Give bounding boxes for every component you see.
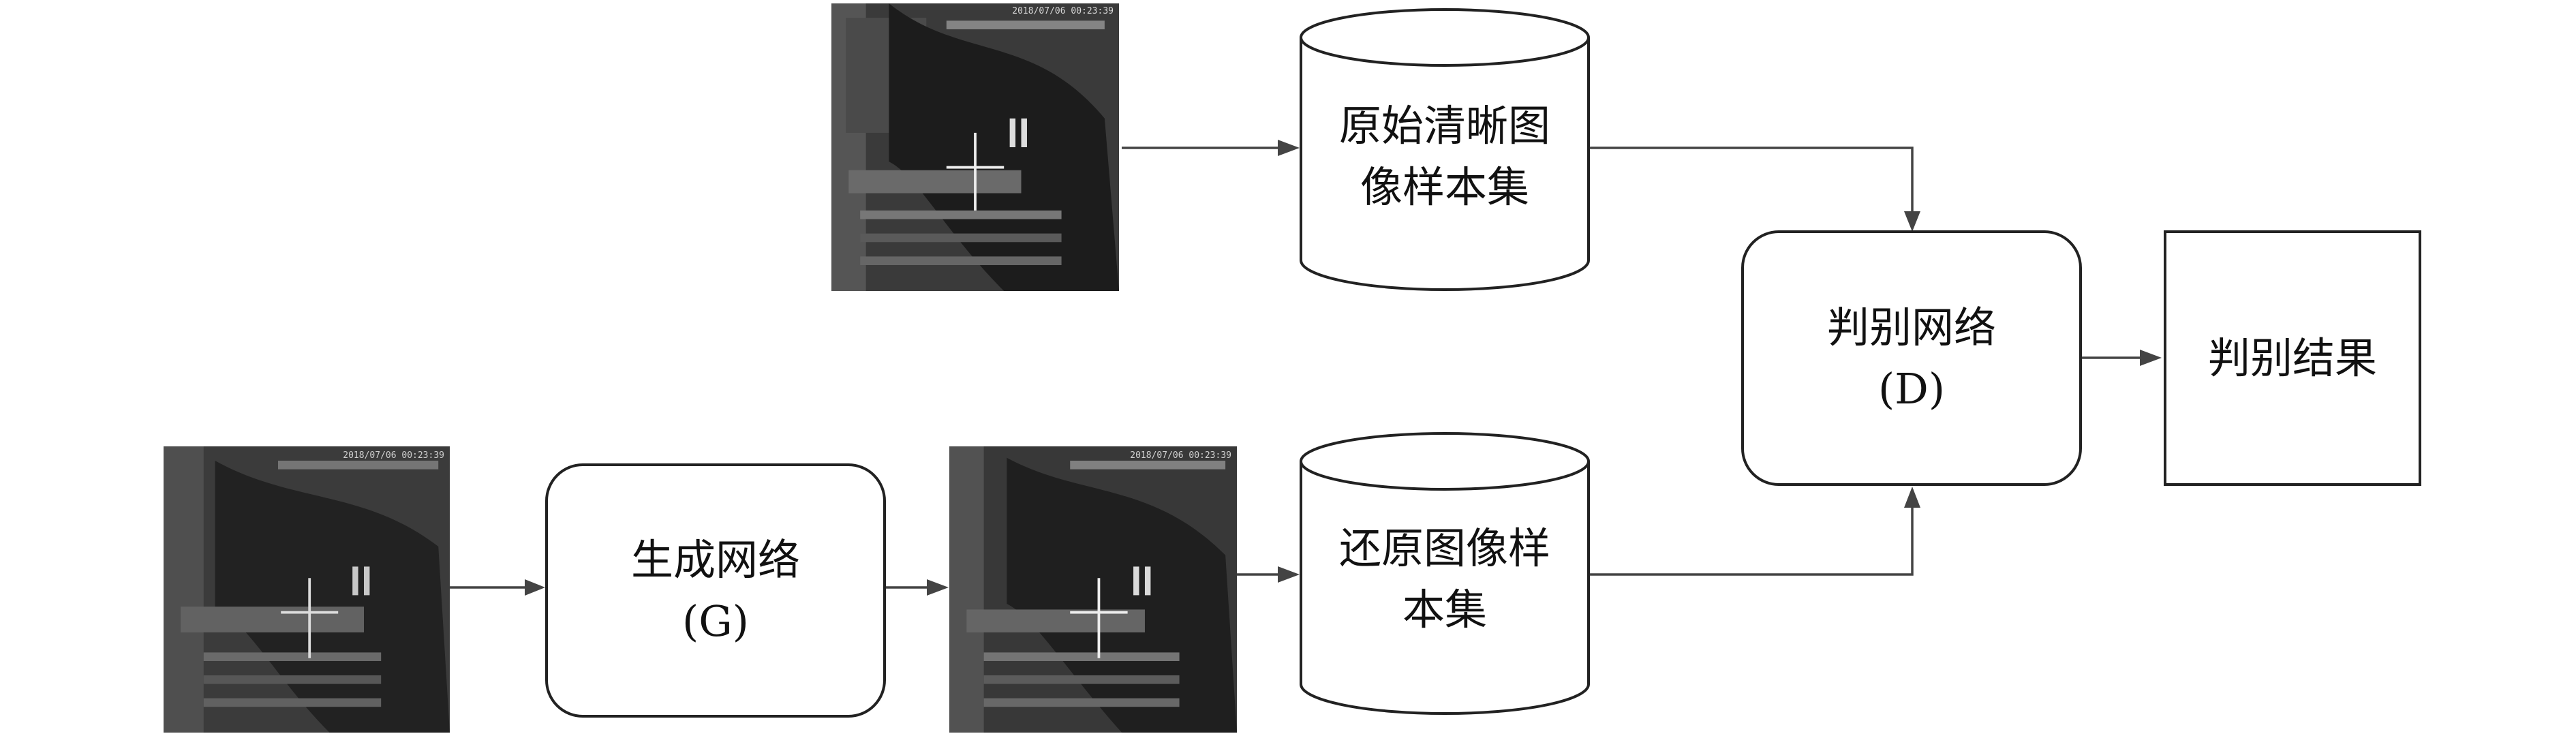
discrimination-result-box: 判别结果 <box>2164 230 2421 486</box>
restored-image: 2018/07/06 00:23:39 <box>949 446 1237 733</box>
restored-dataset-cylinder <box>1300 432 1590 715</box>
arrowhead-restored-dataset-to-discriminator <box>1904 487 1920 508</box>
input-blurred-image: 2018/07/06 00:23:39 <box>164 446 450 733</box>
generator-abbrev: (G) <box>682 596 749 646</box>
original-dataset-label-line2: 像样本集 <box>1360 162 1529 212</box>
arrowhead-input-to-generator <box>525 579 545 596</box>
discriminator-label: 判别网络 <box>1826 302 1996 352</box>
discriminator-network-box: 判别网络 (D) <box>1741 230 2082 486</box>
restored-dataset-label: 还原图像样 本集 <box>1298 477 1591 681</box>
original-clear-image: 2018/07/06 00:23:39 <box>831 3 1119 291</box>
arrowhead-discriminator-to-result <box>2140 350 2162 366</box>
arrowhead-original-image-to-dataset <box>1278 140 1300 156</box>
result-label: 判别结果 <box>2207 333 2377 383</box>
arrow-original-dataset-to-discriminator <box>1589 147 1914 217</box>
original-image-timestamp: 2018/07/06 00:23:39 <box>1012 6 1114 16</box>
original-dataset-label-line1: 原始清晰图 <box>1338 101 1550 151</box>
arrowhead-restored-image-to-dataset <box>1278 566 1300 583</box>
discriminator-abbrev: (D) <box>1877 363 1946 414</box>
restored-dataset-label-line2: 本集 <box>1402 585 1487 634</box>
arrow-restored-dataset-to-discriminator <box>1589 501 1914 576</box>
restored-dataset-label-line1: 还原图像样 <box>1338 523 1550 574</box>
original-dataset-cylinder <box>1300 8 1590 291</box>
original-image-content <box>831 3 1119 291</box>
restored-image-timestamp: 2018/07/06 00:23:39 <box>1130 450 1231 461</box>
arrowhead-generator-to-restored-image <box>927 579 949 596</box>
restored-image-content <box>949 446 1237 733</box>
generator-label: 生成网络 <box>630 534 800 585</box>
generator-network-box: 生成网络 (G) <box>545 463 886 718</box>
arrowhead-original-dataset-to-discriminator <box>1904 211 1920 232</box>
input-image-content <box>164 446 450 733</box>
input-image-timestamp: 2018/07/06 00:23:39 <box>343 450 444 461</box>
original-dataset-label: 原始清晰图 像样本集 <box>1298 55 1591 259</box>
